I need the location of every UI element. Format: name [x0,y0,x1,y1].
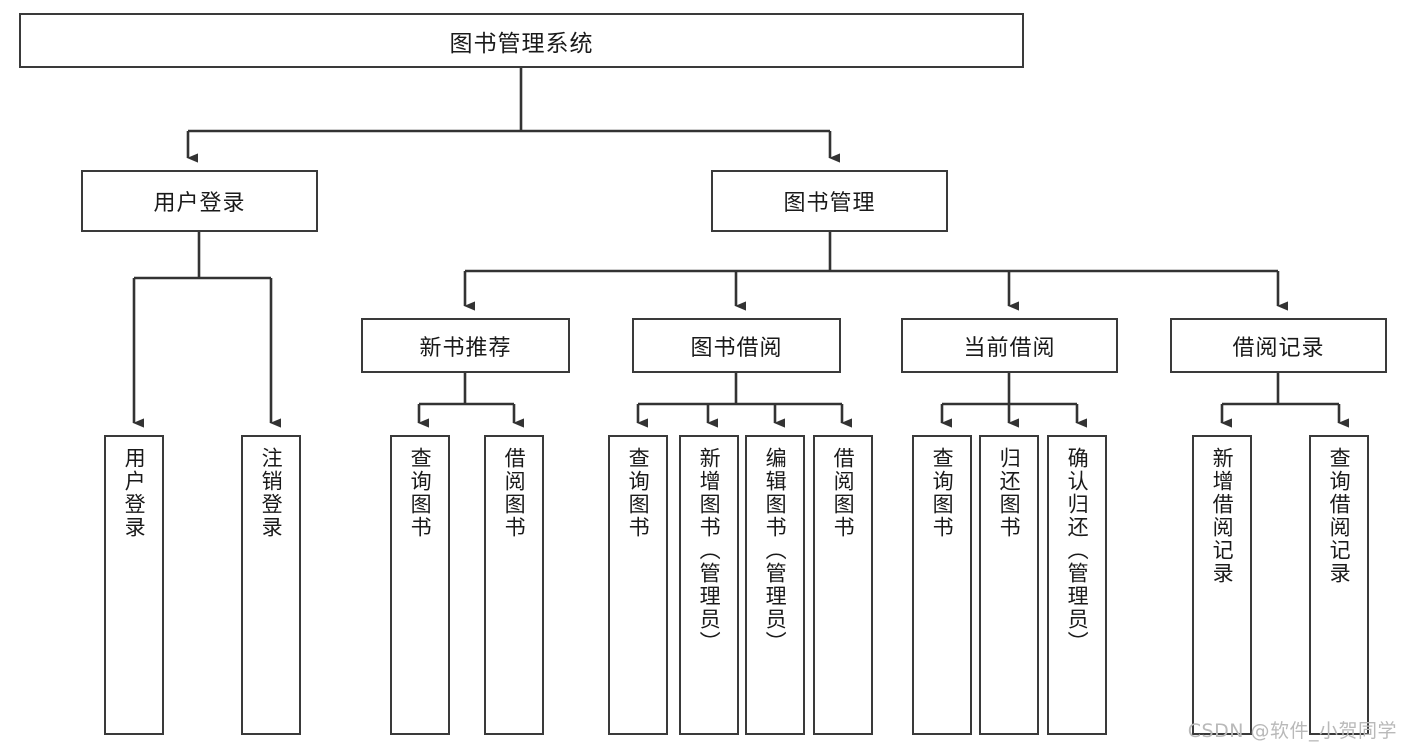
node-leaf-edit-book-admin[interactable]: 编辑图书（管理员） [745,435,805,735]
node-leaf-return-book[interactable]: 归还图书 [979,435,1039,735]
node-current-borrow[interactable]: 当前借阅 [901,318,1118,373]
node-leaf-query-book-recommend[interactable]: 查询图书 [390,435,450,735]
node-label: 查询图书 [930,447,955,539]
node-label: 注销登录 [259,447,284,539]
node-label: 归还图书 [997,447,1022,539]
node-label: 查询借阅记录 [1327,447,1352,585]
node-label: 借阅图书 [831,447,856,539]
node-leaf-query-borrow-record[interactable]: 查询借阅记录 [1309,435,1369,735]
node-label: 查询图书 [626,447,651,539]
node-user-login[interactable]: 用户登录 [81,170,318,232]
node-book-borrow[interactable]: 图书借阅 [632,318,841,373]
node-label: 借阅记录 [1232,335,1325,361]
node-label: 新书推荐 [419,335,512,361]
node-leaf-add-borrow-record[interactable]: 新增借阅记录 [1192,435,1252,735]
node-label: 用户登录 [122,447,147,539]
node-label: 图书管理 [783,191,876,216]
node-leaf-user-login[interactable]: 用户登录 [104,435,164,735]
node-borrow-record[interactable]: 借阅记录 [1170,318,1387,373]
node-leaf-borrow-book-recommend[interactable]: 借阅图书 [484,435,544,735]
node-leaf-query-book-borrow[interactable]: 查询图书 [608,435,668,735]
node-label: 编辑图书（管理员） [763,447,788,654]
watermark-text: CSDN @软件_小贺同学 [1187,720,1397,742]
node-label: 图书借阅 [690,335,783,361]
node-label: 新增图书（管理员） [697,447,722,654]
node-new-book-recommend[interactable]: 新书推荐 [361,318,570,373]
node-label: 新增借阅记录 [1210,447,1235,585]
node-label: 图书管理系统 [449,30,594,57]
node-book-management[interactable]: 图书管理 [711,170,948,232]
node-leaf-logout[interactable]: 注销登录 [241,435,301,735]
node-label: 当前借阅 [963,335,1056,361]
node-label: 查询图书 [408,447,433,539]
node-leaf-borrow-book[interactable]: 借阅图书 [813,435,873,735]
node-leaf-query-book-current[interactable]: 查询图书 [912,435,972,735]
node-book-management-system[interactable]: 图书管理系统 [19,13,1024,68]
node-leaf-add-book-admin[interactable]: 新增图书（管理员） [679,435,739,735]
node-leaf-confirm-return-admin[interactable]: 确认归还（管理员） [1047,435,1107,735]
node-label: 借阅图书 [502,447,527,539]
node-label: 确认归还（管理员） [1065,447,1090,654]
node-label: 用户登录 [153,191,246,216]
